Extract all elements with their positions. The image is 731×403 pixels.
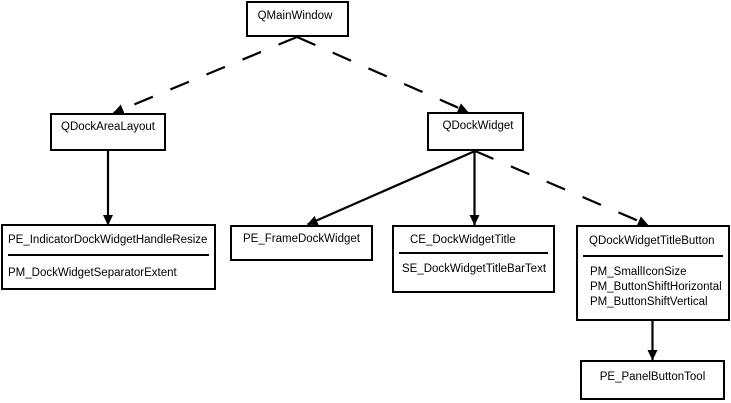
node-title-bar-element: CE_DockWidgetTitle <box>410 234 516 246</box>
node-qdockwidget: QDockWidget <box>427 112 524 151</box>
node-qdockarealayout: QDockAreaLayout <box>50 113 166 151</box>
node-qdockwidget-label: QDockWidget <box>442 120 514 132</box>
node-frame: PE_FrameDockWidget <box>230 225 373 261</box>
node-qdockarealayout-label: QDockAreaLayout <box>61 121 155 133</box>
node-qmainwindow: QMainWindow <box>246 1 349 37</box>
node-qmainwindow-label: QMainWindow <box>257 10 333 22</box>
member-pm-buttonshiftvertical: PM_ButtonShiftVertical <box>590 296 708 309</box>
node-dock-separator-metric: PM_DockWidgetSeparatorExtent <box>8 267 177 279</box>
node-title-button: QDockWidgetTitleButton PM_SmallIconSize … <box>576 225 730 321</box>
node-panel-button: PE_PanelButtonTool <box>580 360 725 400</box>
edge-qdockwidget-title-button <box>474 149 649 227</box>
node-panel-button-label: PE_PanelButtonTool <box>599 371 706 383</box>
node-frame-label: PE_FrameDockWidget <box>243 233 360 245</box>
section-divider <box>399 252 548 254</box>
edge-qmainwindow-qdockarealayout <box>113 35 298 115</box>
node-title-bar-subelement: SE_DockWidgetTitleBarText <box>402 263 547 275</box>
node-dock-separator: PE_IndicatorDockWidgetHandleResize PM_Do… <box>1 224 216 290</box>
section-divider <box>583 255 723 257</box>
member-pm-buttonshifthorizontal: PM_ButtonShiftHorizontal <box>590 281 722 294</box>
section-divider <box>8 254 209 256</box>
node-title-button-members: PM_SmallIconSize PM_ButtonShiftHorizonta… <box>578 257 728 311</box>
node-title-bar: CE_DockWidgetTitle SE_DockWidgetTitleBar… <box>392 225 555 293</box>
edge-qmainwindow-qdockwidget <box>296 35 469 114</box>
edge-qdockwidget-frame <box>307 149 476 226</box>
node-dock-separator-primitive: PE_IndicatorDockWidgetHandleResize <box>8 234 208 246</box>
node-title-button-label: QDockWidgetTitleButton <box>589 235 715 247</box>
member-pm-smalliconsize: PM_SmallIconSize <box>590 266 687 278</box>
